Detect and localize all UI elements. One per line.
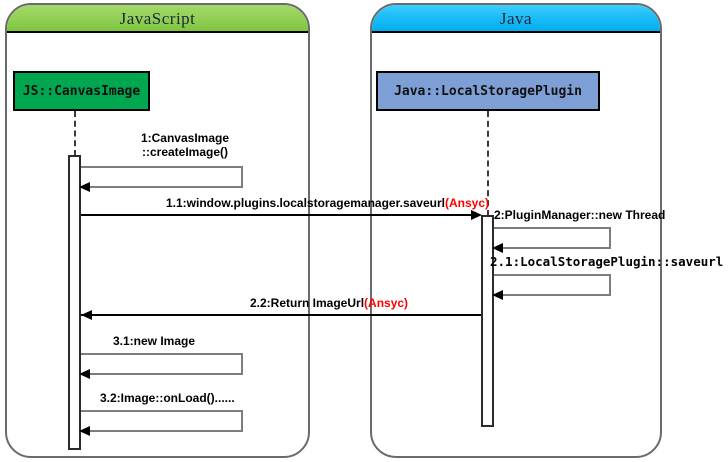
message-label-1-line1: 1:CanvasImage bbox=[140, 131, 230, 145]
message-label-2-1-text: 2.1:LocalStoragePlugin::saveurl bbox=[490, 254, 724, 269]
activation-bar-java bbox=[481, 215, 494, 427]
message-label-1-1-async: (Ansyc) bbox=[444, 196, 489, 210]
arrowhead-left-3-1 bbox=[79, 369, 90, 379]
participant-js-canvasimage-label: JS::CanvasImage bbox=[22, 83, 141, 99]
selfcall-arrow-3-1 bbox=[79, 353, 243, 379]
selfcall-arrow-2-1 bbox=[492, 274, 611, 300]
selfcall-arrow-3-2 bbox=[79, 410, 243, 436]
lane-javascript-header: JavaScript bbox=[7, 5, 308, 33]
message-label-3-2-text: 3.2:Image::onLoad()...... bbox=[100, 391, 235, 405]
arrowhead-left-3-2 bbox=[79, 426, 90, 436]
message-label-1-1-text: 1.1:window.plugins.localstoragemanager.s… bbox=[166, 196, 445, 210]
arrowhead-left-1 bbox=[79, 182, 90, 192]
message-label-3-1-text: 3.1:new Image bbox=[113, 334, 196, 348]
arrowhead-right-1-1 bbox=[471, 210, 482, 220]
message-label-2-2-text: 2.2:Return ImageUrl bbox=[250, 296, 365, 310]
lane-java-title: Java bbox=[499, 8, 533, 28]
message-line-2-2 bbox=[81, 314, 481, 316]
message-line-1-1 bbox=[81, 214, 475, 216]
arrowhead-left-2-2 bbox=[81, 310, 92, 320]
message-label-1-createimage: 1:CanvasImage ::createImage() bbox=[105, 131, 265, 159]
arrowhead-left-2 bbox=[492, 243, 503, 253]
message-label-3-2-onload: 3.2:Image::onLoad()...... bbox=[100, 391, 235, 405]
selfcall-arrow-2 bbox=[492, 227, 611, 253]
participant-java-localstorageplugin-label: Java::LocalStoragePlugin bbox=[394, 83, 582, 99]
participant-java-localstorageplugin[interactable]: Java::LocalStoragePlugin bbox=[376, 71, 600, 111]
message-label-2-newthread: 2:PluginManager::new Thread bbox=[494, 208, 665, 222]
message-label-1-1-saveurl: 1.1:window.plugins.localstoragemanager.s… bbox=[166, 196, 489, 210]
activation-bar-javascript bbox=[68, 155, 81, 450]
lane-java[interactable]: Java bbox=[370, 3, 662, 458]
message-label-1-line2: ::createImage() bbox=[141, 145, 229, 159]
message-label-2-2-returnimageurl: 2.2:Return ImageUrl(Ansyc) bbox=[250, 296, 408, 310]
message-label-2-2-async: (Ansyc) bbox=[364, 296, 409, 310]
lifeline-java bbox=[487, 111, 489, 216]
arrowhead-left-2-1 bbox=[492, 290, 503, 300]
participant-js-canvasimage[interactable]: JS::CanvasImage bbox=[13, 71, 150, 111]
lifeline-javascript bbox=[74, 111, 76, 156]
selfcall-arrow-1 bbox=[79, 166, 243, 192]
lane-java-header: Java bbox=[372, 5, 660, 33]
lane-javascript-title: JavaScript bbox=[119, 8, 196, 28]
message-label-2-1-saveurl: 2.1:LocalStoragePlugin::saveurl bbox=[490, 255, 723, 269]
message-label-2-text: 2:PluginManager::new Thread bbox=[494, 208, 666, 222]
message-label-3-1-newimage: 3.1:new Image bbox=[113, 334, 195, 348]
